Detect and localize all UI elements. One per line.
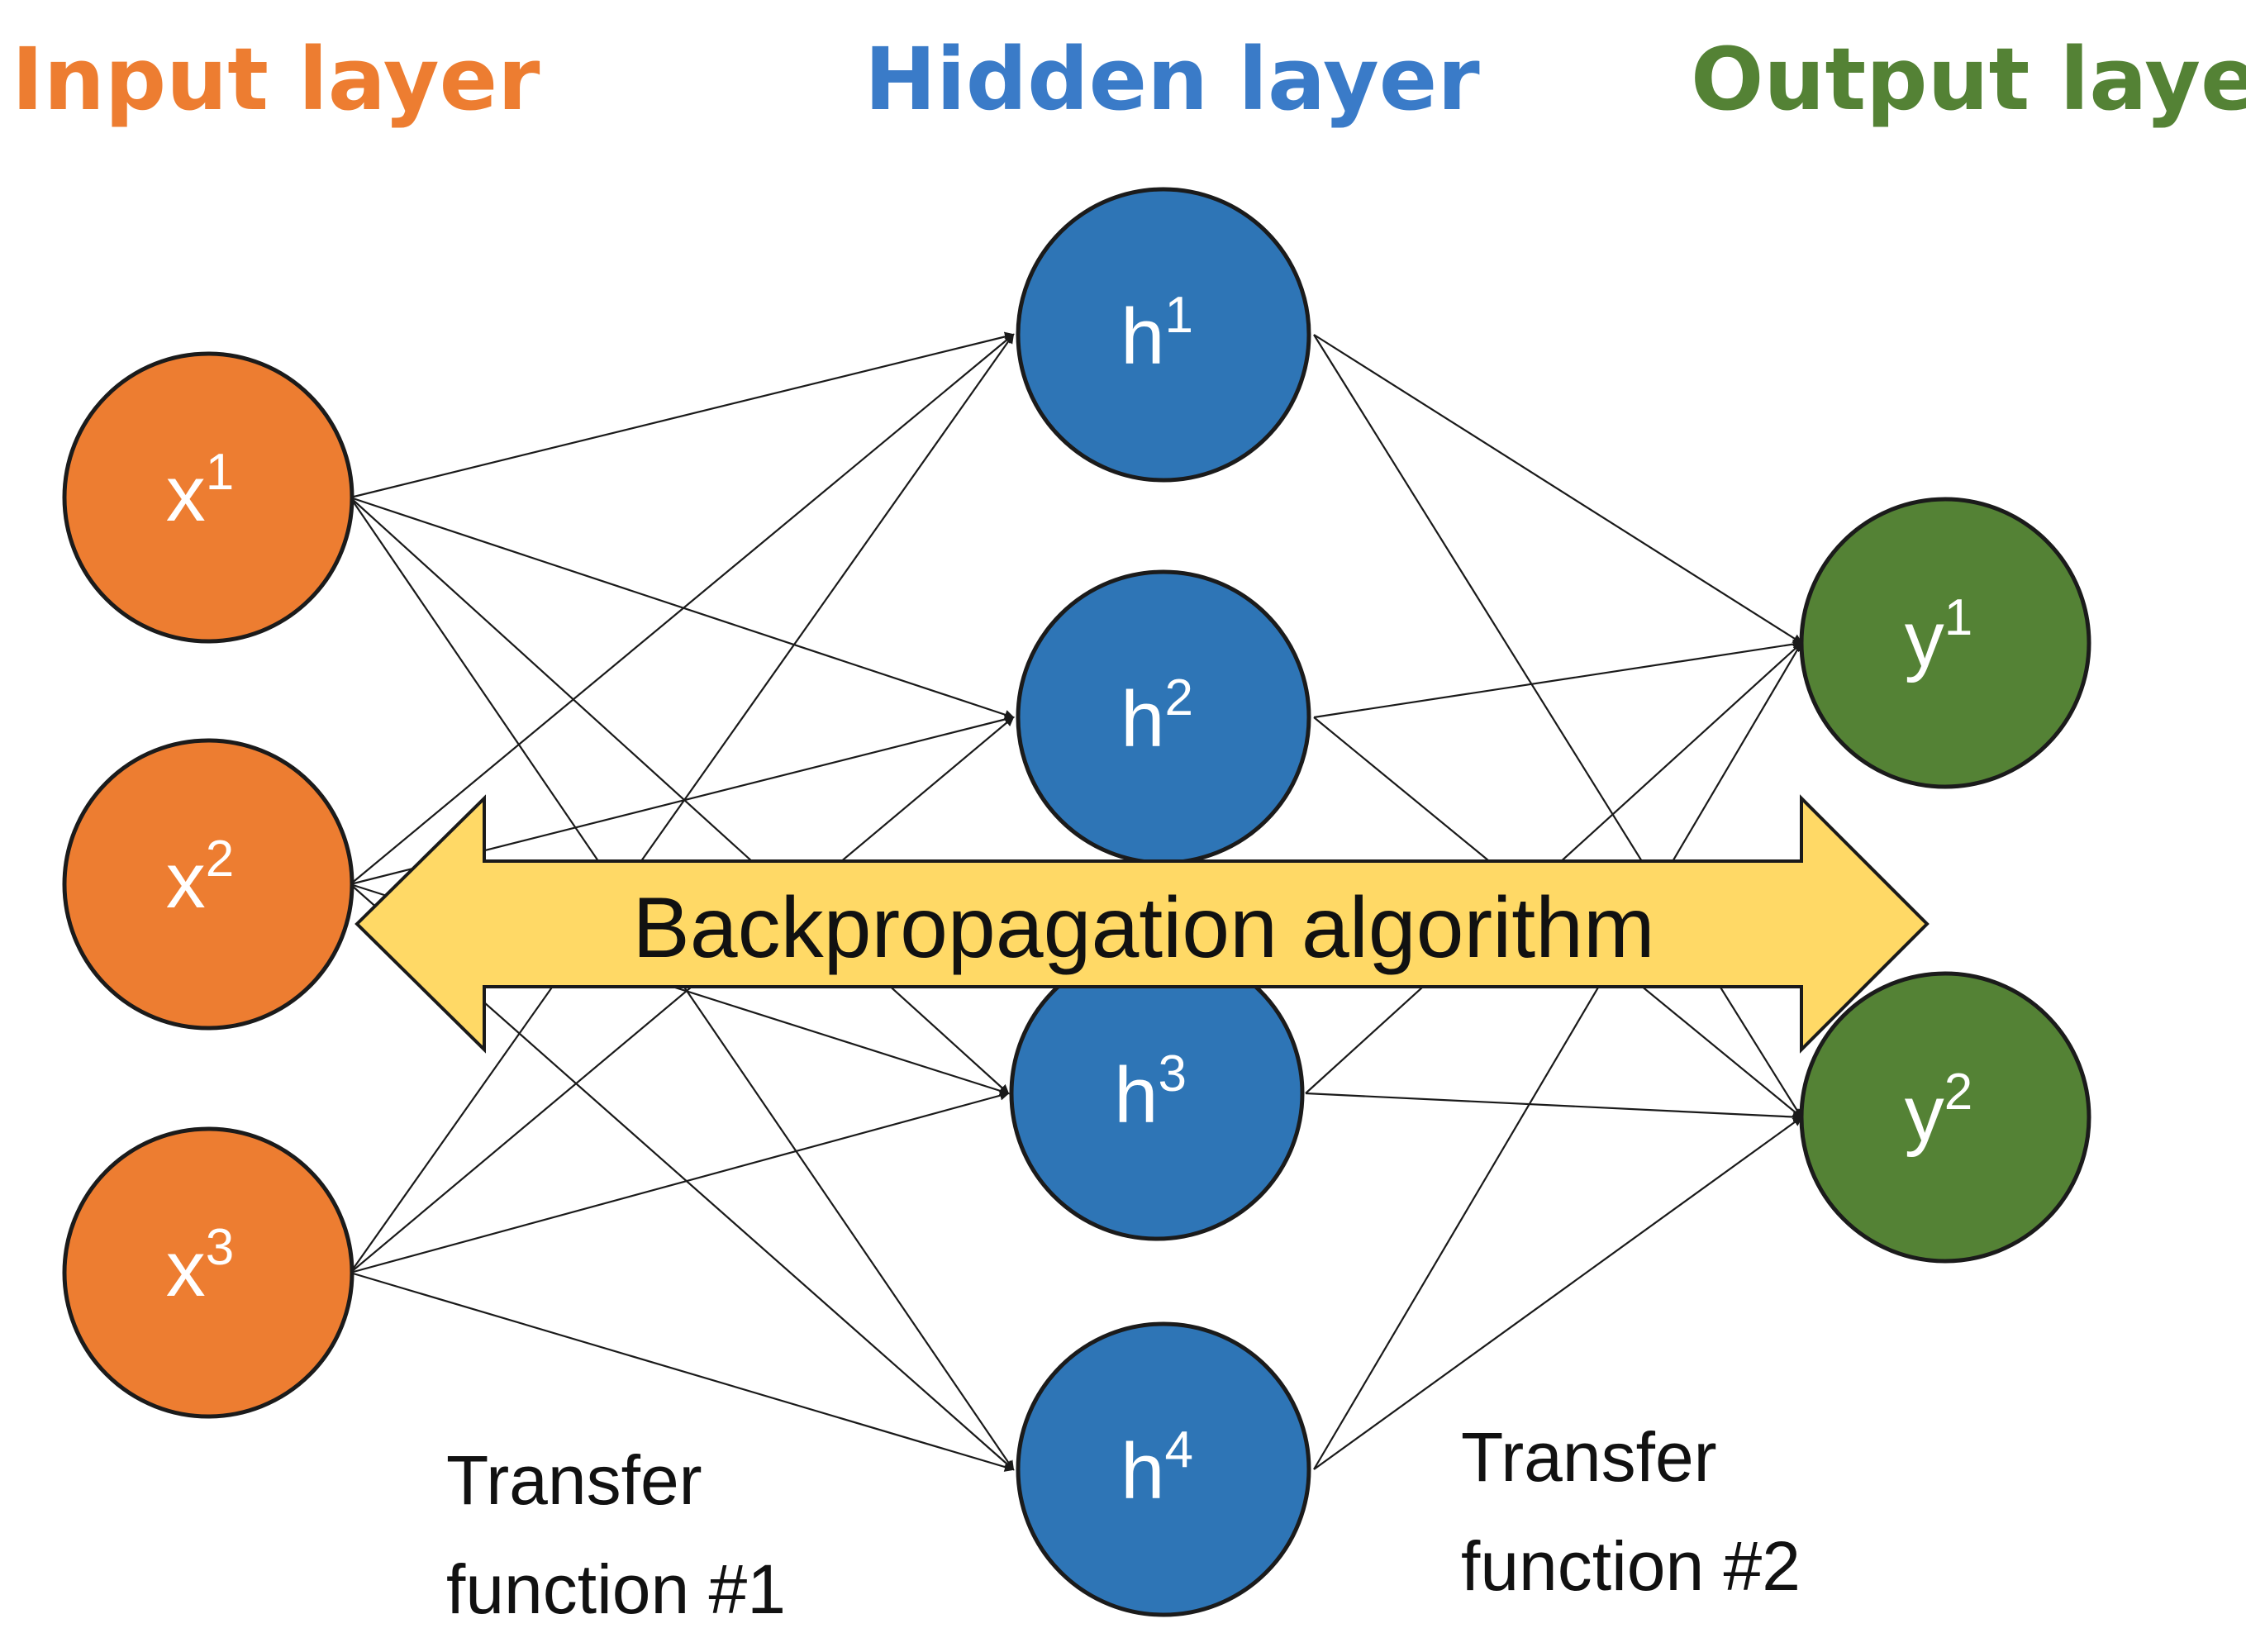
input-node-x3: x3 — [62, 1126, 355, 1419]
backpropagation-arrow: Backpropagation algorithm — [355, 794, 1930, 1054]
connection-x3-h1 — [350, 333, 1015, 1274]
input-node-label: x3 — [166, 1219, 234, 1313]
hidden-node-label: h1 — [1121, 287, 1193, 381]
hidden-node-circle — [1016, 187, 1311, 483]
connection-h1-y1 — [1313, 334, 1803, 645]
hidden-node-h1: h1 — [1016, 187, 1311, 483]
hidden-node-h2: h2 — [1016, 569, 1311, 865]
hidden-node-label: h2 — [1121, 669, 1193, 764]
hidden-node-label: h3 — [1114, 1045, 1187, 1140]
connection-h1-y2 — [1313, 334, 1803, 1119]
transfer-function-1-note: Transfer function #1 — [446, 1441, 786, 1628]
input-node-circle — [62, 1126, 355, 1419]
output-node-label: y1 — [1905, 589, 1972, 683]
backpropagation-label: Backpropagation algorithm — [632, 880, 1654, 976]
output-node-circle — [1799, 497, 2091, 789]
connection-x2-h1 — [350, 333, 1015, 885]
connection-h3-y2 — [1305, 1092, 1803, 1122]
connection-x1-h1 — [350, 331, 1015, 499]
connection-x1-h3 — [350, 497, 1010, 1095]
hidden-layer-title: Hidden layer — [864, 29, 1480, 130]
input-layer-title: Input layer — [12, 29, 540, 130]
backpropagation-arrow-shape — [355, 794, 1930, 1054]
output-node-y2: y2 — [1799, 971, 2091, 1264]
hidden-node-label: h4 — [1121, 1421, 1193, 1516]
input-node-label: x1 — [166, 444, 234, 538]
transfer-function-1-line2: function #1 — [446, 1550, 786, 1628]
transfer-function-2-line1: Transfer — [1461, 1418, 1717, 1496]
connection-x3-h2 — [350, 716, 1015, 1274]
input-node-circle — [62, 738, 355, 1031]
hidden-node-h4: h4 — [1016, 1321, 1311, 1617]
input-node-label: x2 — [166, 831, 234, 925]
connection-x1-h2 — [350, 496, 1015, 720]
transfer-function-2-note: Transfer function #2 — [1461, 1418, 1801, 1605]
connection-x3-h3 — [350, 1090, 1010, 1274]
connection-x3-h4 — [350, 1271, 1015, 1472]
hidden-node-circle — [1016, 1321, 1311, 1617]
input-node-circle — [62, 351, 355, 644]
output-node-label: y2 — [1905, 1064, 1972, 1158]
hidden-node-h3: h3 — [1009, 945, 1305, 1241]
output-node-circle — [1799, 971, 2091, 1264]
output-layer-title: Output layer — [1691, 29, 2246, 130]
input-node-x1: x1 — [62, 351, 355, 644]
transfer-function-2-line2: function #2 — [1461, 1527, 1801, 1605]
output-node-y1: y1 — [1799, 497, 2091, 789]
connection-h4-y2 — [1313, 1116, 1803, 1470]
transfer-function-1-line1: Transfer — [446, 1441, 702, 1519]
input-node-x2: x2 — [62, 738, 355, 1031]
connection-h4-y1 — [1313, 641, 1803, 1470]
connection-h2-y1 — [1313, 639, 1803, 719]
